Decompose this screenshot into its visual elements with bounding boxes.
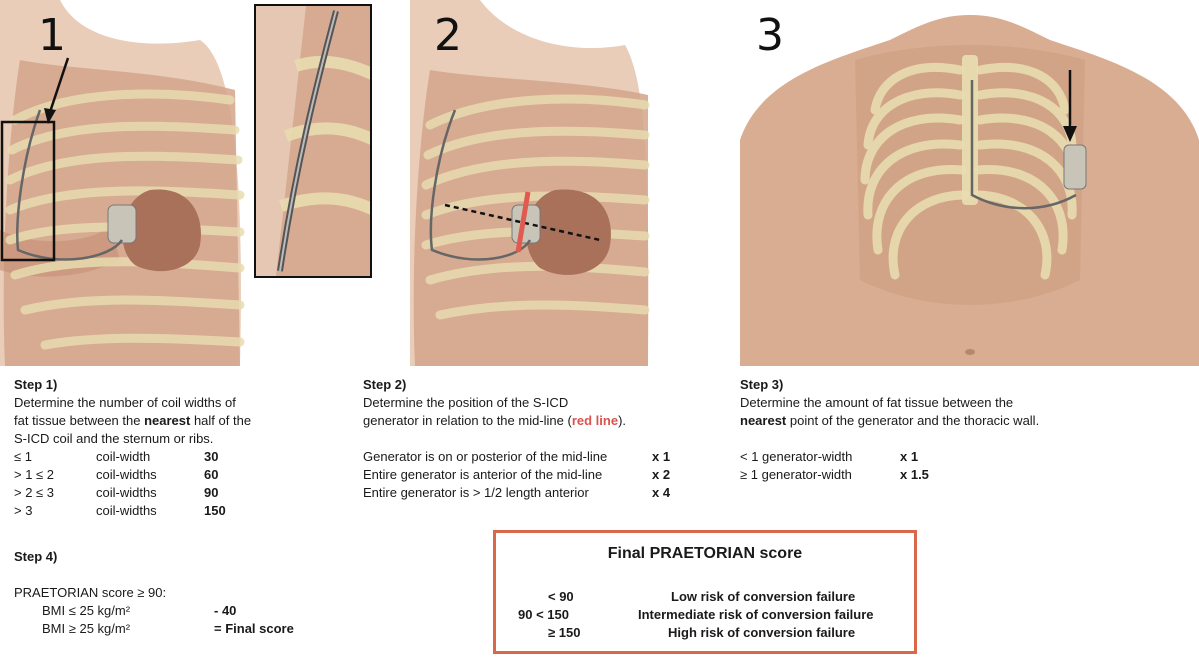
final-range: 90 < 150 bbox=[518, 607, 569, 622]
step3-line2: nearest point of the generator and the t… bbox=[740, 413, 1040, 428]
step2-row: Entire generator is > 1/2 length anterio… bbox=[363, 485, 671, 500]
step3-line1: Determine the amount of fat tissue betwe… bbox=[740, 395, 1014, 410]
lateral-torso-illustration bbox=[0, 0, 245, 366]
step1-line2: fat tissue between the nearest half of t… bbox=[14, 413, 252, 428]
illustration-panel-3: 3 bbox=[740, 0, 1199, 366]
panel-number: 2 bbox=[434, 10, 462, 61]
arrow-head bbox=[1063, 126, 1077, 142]
arrow-line bbox=[48, 57, 70, 113]
step4-row: BMI ≤ 25 kg/m²- 40 bbox=[42, 603, 237, 618]
step1-line1: Determine the number of coil widths of bbox=[14, 395, 236, 410]
step4-row: BMI ≥ 25 kg/m²= Final score bbox=[42, 621, 294, 636]
final-score-title: Final PRAETORIAN score bbox=[607, 545, 803, 562]
step4-section: Step 4) PRAETORIAN score ≥ 90: BMI ≤ 25 … bbox=[14, 548, 354, 638]
step2-section: Step 2) Determine the position of the S-… bbox=[363, 376, 713, 502]
mid-line-red bbox=[515, 191, 531, 253]
step2-heading: Step 2) bbox=[363, 377, 407, 392]
illustration-panel-1: 1 bbox=[0, 0, 250, 366]
s-icd-coil bbox=[429, 109, 532, 261]
final-risk: Intermediate risk of conversion failure bbox=[638, 607, 874, 622]
final-risk: High risk of conversion failure bbox=[668, 625, 856, 640]
s-icd-lead bbox=[970, 80, 1077, 210]
generator-device bbox=[107, 204, 137, 244]
frontal-torso-illustration bbox=[740, 15, 1199, 366]
step3-section: Step 3) Determine the amount of fat tiss… bbox=[740, 376, 1180, 484]
step2-row: Generator is on or posterior of the mid-… bbox=[363, 449, 671, 464]
step2-row: Entire generator is anterior of the mid-… bbox=[363, 467, 671, 482]
final-score-box: Final PRAETORIAN score < 90 Low risk of … bbox=[493, 530, 917, 654]
step4-line1: PRAETORIAN score ≥ 90: bbox=[14, 585, 167, 600]
step4-heading: Step 4) bbox=[14, 549, 58, 564]
final-risk: Low risk of conversion failure bbox=[671, 589, 856, 604]
panel-number: 1 bbox=[38, 10, 66, 61]
illustration-panel-2: 2 bbox=[400, 0, 650, 366]
zoom-box bbox=[0, 120, 56, 262]
arrow-head bbox=[44, 108, 56, 124]
step3-heading: Step 3) bbox=[740, 377, 784, 392]
step1-heading: Step 1) bbox=[14, 377, 58, 392]
panel-number: 3 bbox=[756, 10, 784, 61]
zoom-inset-panel bbox=[254, 4, 372, 278]
final-range: ≥ 150 bbox=[548, 625, 581, 640]
step1-section: Step 1) Determine the number of coil wid… bbox=[14, 376, 354, 520]
step2-line1: Determine the position of the S-ICD bbox=[363, 395, 569, 410]
navel bbox=[965, 349, 975, 355]
sternum bbox=[962, 55, 978, 205]
step2-line2: generator in relation to the mid-line (r… bbox=[363, 413, 627, 428]
generator-device bbox=[1063, 144, 1087, 190]
final-range: < 90 bbox=[548, 589, 574, 604]
step1-line3: S-ICD coil and the sternum or ribs. bbox=[14, 431, 214, 446]
lateral-torso-midline-illustration bbox=[410, 0, 650, 366]
coil-zoom-illustration bbox=[256, 6, 370, 276]
s-icd-coil bbox=[16, 109, 124, 261]
